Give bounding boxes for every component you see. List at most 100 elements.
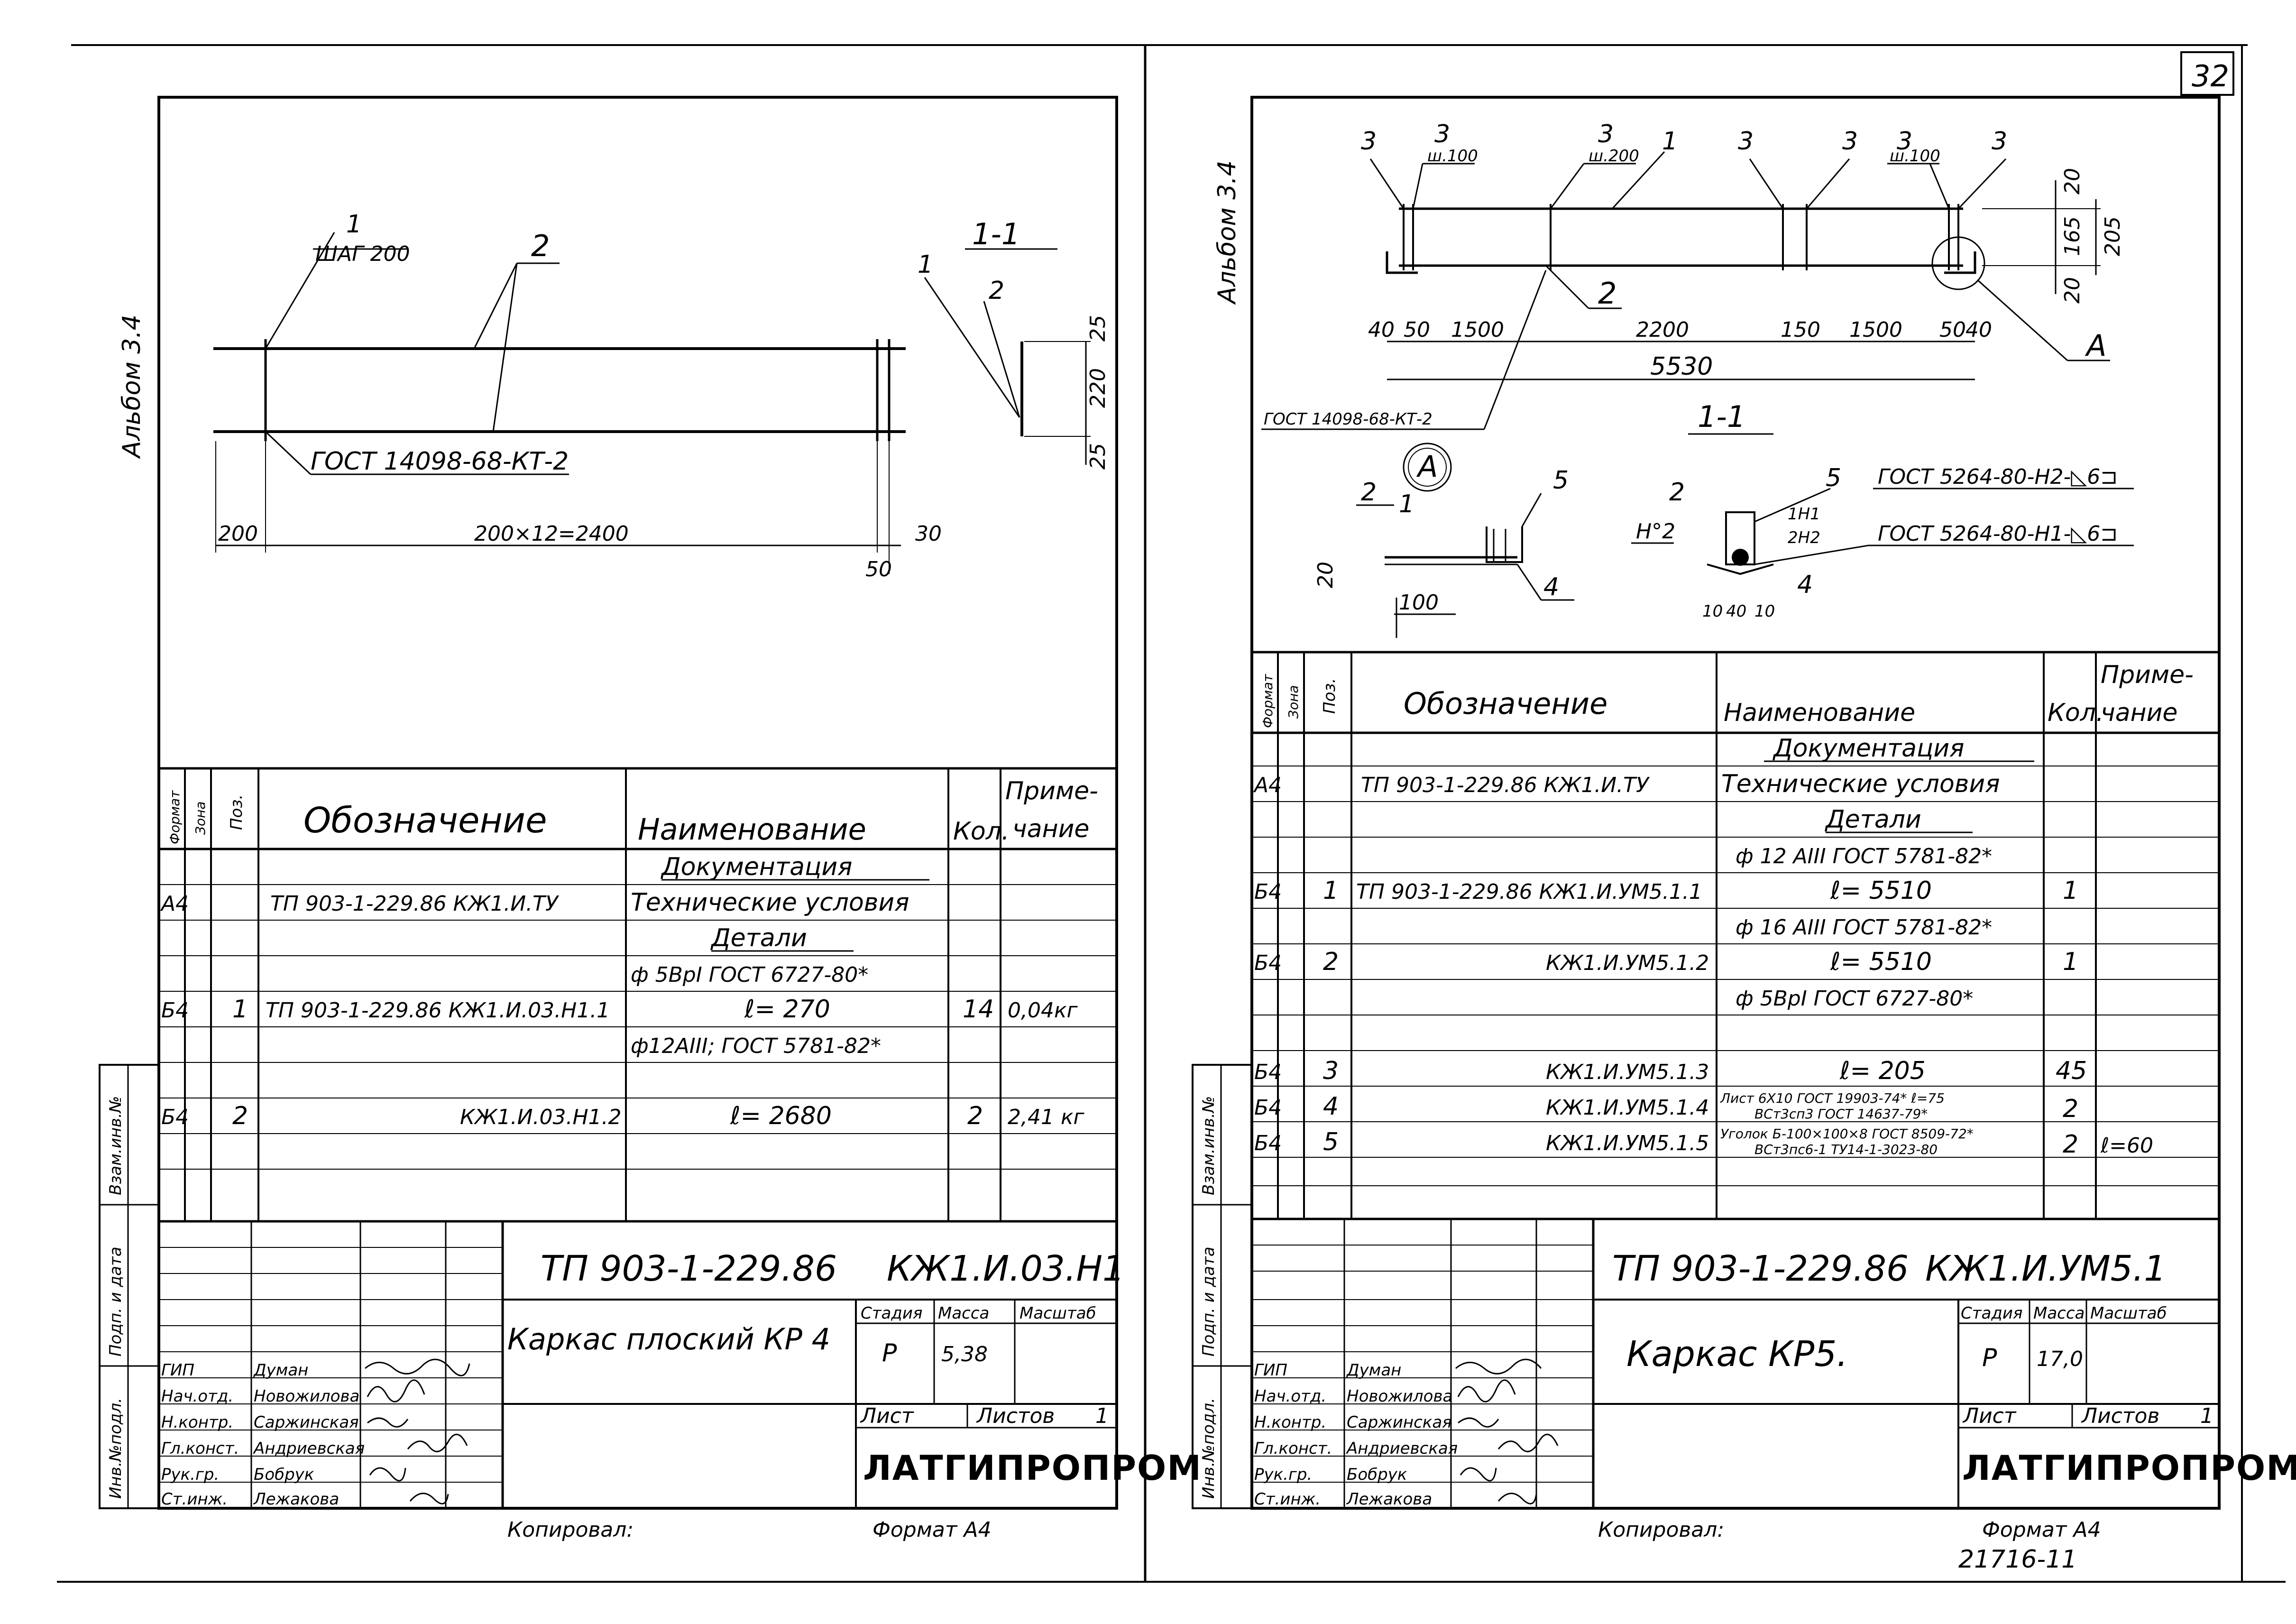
row-name-l2: ВСт3сп3 ГОСТ 14637-79* [1754, 1106, 1928, 1122]
hdr-format: Формат [1260, 674, 1276, 728]
right-spec-table: Формат Зона Поз. Обозначение Наименовани… [1252, 651, 2219, 1219]
hdr-designation: Обозначение [303, 800, 547, 841]
section-pos2: 2 [989, 277, 1004, 305]
tb-sheets-label: Листов [976, 1404, 1055, 1428]
spec-section-docs: Документация [1773, 734, 1964, 763]
left-album-label: Альбом 3.4 [118, 314, 146, 459]
dim: 40 [1965, 318, 1992, 342]
step-label: ШАГ 200 [315, 242, 410, 266]
staff-role: ГИП [1254, 1361, 1287, 1380]
left-plan-drawing: 1 ШАГ 200 2 ГОСТ 14098-68-КТ-2 200 200×1… [213, 210, 942, 581]
mark: 3 [1992, 127, 2007, 156]
section-dim-2: 220 [1086, 368, 1110, 408]
signature [1457, 1379, 1516, 1403]
staff-name: Бобрук [254, 1465, 314, 1484]
row-note: ℓ=60 [2100, 1134, 2153, 1158]
staff-role: Нач.отд. [1254, 1387, 1326, 1406]
hdr-note-2: чание [1012, 815, 1089, 843]
hdr-pos: Поз. [1320, 678, 1339, 714]
sec-dim: 10 [1702, 602, 1723, 621]
end-angle-right [1944, 251, 1976, 274]
hdr-note-2: чание [2101, 699, 2177, 727]
row-designation: ТП 903-1-229.86 КЖ1.И.03.Н1.1 [266, 998, 610, 1023]
section-angle [1707, 563, 1774, 575]
row-qty: 2 [967, 1102, 983, 1130]
row-name: ф 5ВрI ГОСТ 6727-80* [1736, 987, 1973, 1011]
staff-name: Саржинская [1347, 1413, 1452, 1432]
signature [1497, 1433, 1559, 1452]
signature [365, 1358, 470, 1376]
tb-sheet-label: Лист [860, 1404, 914, 1428]
pos1-mark: 1 [346, 210, 362, 239]
sec-leader [1754, 544, 1869, 565]
sec-dim: 40 [1726, 602, 1746, 621]
detail-pos: 1 [1399, 490, 1414, 518]
leader-pos2-a [473, 263, 518, 349]
step-label: ш.200 [1589, 147, 1639, 166]
callout-leader [1976, 279, 2068, 361]
signature [367, 1379, 425, 1403]
row-pos: 5 [1323, 1128, 1339, 1156]
left-frame [157, 96, 1118, 1510]
dim: 2200 [1636, 318, 1689, 342]
staff-name: Новожилова [1347, 1387, 1452, 1406]
left-staff-grid [159, 1221, 503, 1508]
leader [1749, 158, 1784, 209]
tb-mass: 5,38 [941, 1342, 988, 1366]
detail-callout-circle [1931, 236, 1985, 290]
staff-role: Рук.гр. [1254, 1465, 1312, 1484]
row-qty: 45 [2056, 1057, 2087, 1085]
row-format: Б4 [1254, 951, 1282, 975]
tb-scale-label: Масштаб [1019, 1304, 1096, 1323]
leader [1412, 163, 1424, 209]
total-dim: 5530 [1650, 352, 1713, 381]
signature [367, 1417, 409, 1428]
hdr-qty: Кол. [2048, 699, 2104, 727]
tb-mass-label: Масса [938, 1304, 989, 1323]
format-label: Формат А4 [872, 1518, 992, 1542]
detail-pos: 2 [1361, 478, 1377, 507]
dim-run: 200×12=2400 [474, 522, 629, 546]
row-format: Б4 [1254, 1060, 1282, 1084]
staff-name: Думан [253, 1361, 308, 1380]
sec-weld1: ГОСТ 5264-80-Н2-◺6⊐ [1878, 465, 2118, 489]
tb-project: ТП 903-1-229.86 [541, 1248, 837, 1289]
section-pos: 4 [1797, 571, 1813, 599]
dim-end: 30 [915, 522, 942, 546]
row-name: ф 12 АIII ГОСТ 5781-82* [1736, 844, 1992, 868]
step-label: ш.100 [1890, 147, 1940, 166]
side-dim: 205 [2101, 216, 2125, 256]
detail-label: А [1416, 449, 1438, 484]
row-format: А4 [160, 892, 189, 916]
margin-label-3: Инв.№подл. [1199, 1398, 1218, 1499]
staff-name: Саржинская [254, 1413, 359, 1432]
signature [1458, 1417, 1499, 1428]
tb-mass: 17,0 [2037, 1347, 2083, 1371]
dim: 50 [1939, 318, 1966, 342]
row-name: ℓ= 5510 [1830, 877, 1932, 905]
detail-angle [1486, 526, 1523, 563]
tb-stage-label: Стадия [861, 1304, 922, 1323]
dim: 150 [1781, 318, 1820, 342]
detail-circle [1403, 443, 1452, 492]
signature-scribbles [1455, 1358, 1559, 1504]
hdr-pos: Поз. [227, 794, 246, 830]
leader-pos2-b [492, 263, 518, 432]
row-name: ℓ= 5510 [1830, 948, 1932, 976]
margin-label-1: Взам.инв.№ [1199, 1096, 1218, 1195]
page-number: 32 [2192, 59, 2229, 93]
row-designation: ТП 903-1-229.86 КЖ1.И.ТУ [1361, 773, 1650, 797]
leader [1369, 158, 1405, 209]
spec-section-docs: Документация [661, 853, 852, 881]
page-number-box [2180, 51, 2234, 96]
row-qty: 14 [963, 995, 994, 1024]
signature [1460, 1467, 1497, 1482]
tb-stage: Р [1982, 1344, 1997, 1372]
margin-label-2: Подп. и дата [1199, 1246, 1218, 1356]
weld-standard: ГОСТ 14098-68-КТ-2 [1264, 410, 1433, 429]
hdr-qty: Кол. [953, 817, 1010, 846]
mark: 3 [1434, 120, 1450, 148]
staff-role: Гл.конст. [161, 1439, 239, 1458]
section-pos: 5 [1826, 464, 1841, 492]
